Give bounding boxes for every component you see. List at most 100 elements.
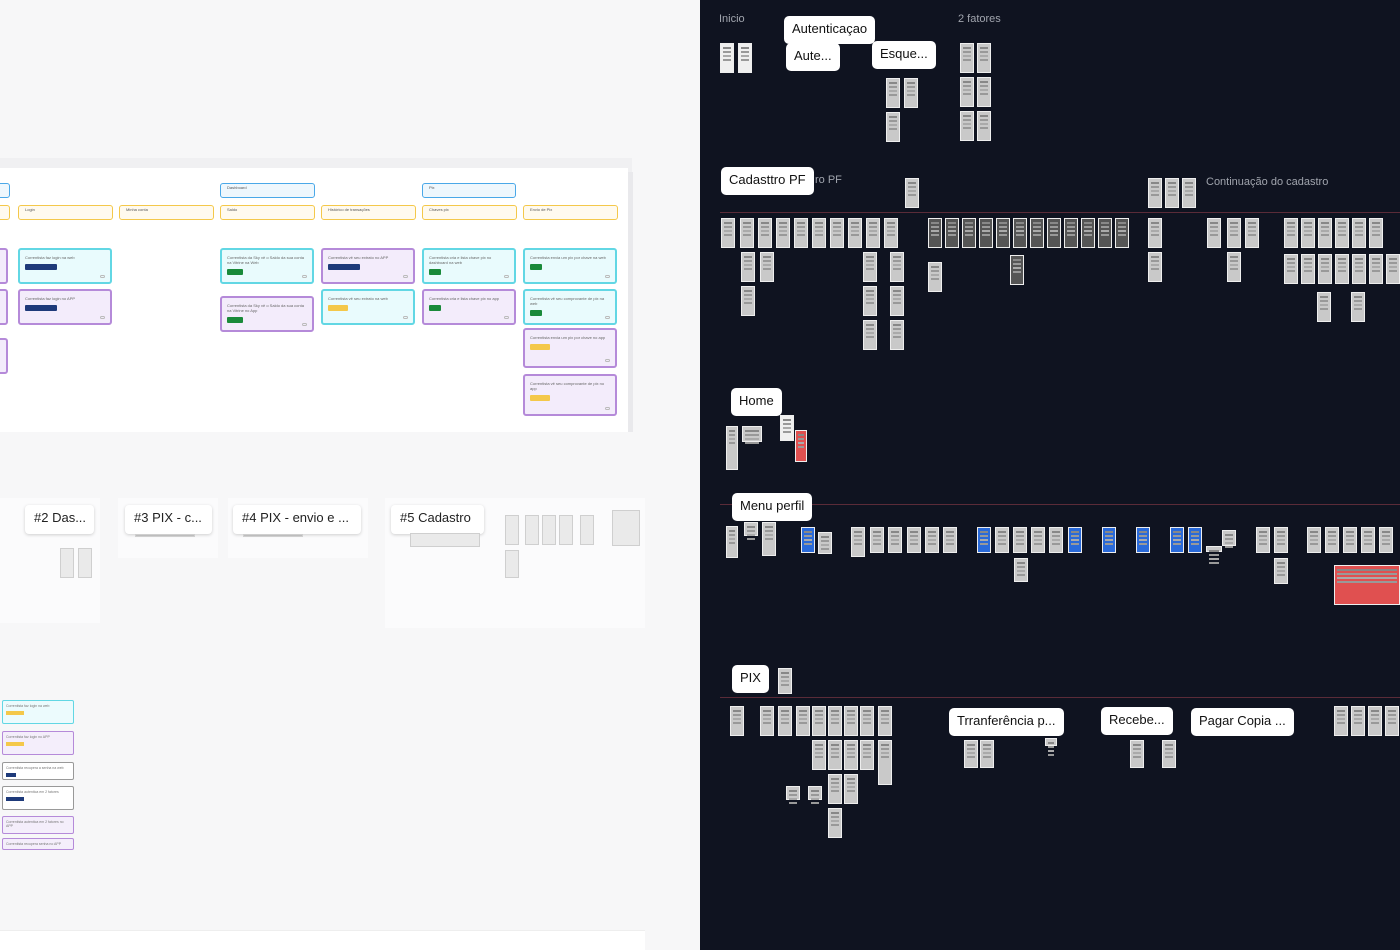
screen-thumbnail[interactable] [1335,218,1349,248]
flow-label-recebe[interactable]: Recebe... [1101,707,1173,735]
flow-label-cadastro-pf[interactable]: Cadasttro PF [721,167,814,195]
screen-thumbnail[interactable] [1351,706,1365,736]
screen-thumbnail[interactable] [1031,527,1045,553]
screen-thumbnail[interactable] [886,112,900,142]
screen-thumbnail[interactable] [1369,218,1383,248]
screen-thumbnail[interactable] [979,218,993,248]
screen-thumbnail[interactable] [977,111,991,141]
screen-thumbnail[interactable] [996,218,1010,248]
row-sticky-saldo[interactable]: Saldo [220,205,315,220]
screen-thumbnail[interactable] [870,527,884,553]
screen-thumbnail[interactable] [928,262,942,292]
story-card-partial[interactable] [0,338,8,374]
screen-thumbnail[interactable] [135,534,195,537]
screen-thumbnail[interactable] [1361,527,1375,553]
screen-thumbnail[interactable] [1081,218,1095,248]
screen-thumbnail[interactable] [505,515,519,545]
screen-thumbnail[interactable] [60,548,74,578]
screen-thumbnail[interactable] [960,111,974,141]
screen-thumbnail[interactable] [778,706,792,736]
screen-thumbnail[interactable] [863,252,877,282]
screen-thumbnail[interactable] [1013,218,1027,248]
flow-label-dashboard[interactable]: #2 Das... [25,505,94,534]
screen-thumbnail[interactable] [925,527,939,553]
story-card-login-app[interactable]: Correntista faz login no APP [18,289,112,325]
screen-thumbnail[interactable] [890,286,904,316]
screen-thumbnail[interactable] [1335,254,1349,284]
list-card[interactable]: Correntista autentica em 2 fatores [2,786,74,810]
screen-thumbnail[interactable] [812,218,826,248]
screen-thumbnail[interactable] [1301,254,1315,284]
flow-label-autenticacao[interactable]: Autenticaçao [784,16,876,44]
screen-thumbnail[interactable] [542,515,556,545]
screen-thumbnail[interactable] [760,706,774,736]
list-card[interactable]: Correntista recupera senha no APP [2,838,74,850]
screen-thumbnail[interactable] [808,786,822,800]
screen-thumbnail[interactable] [720,43,734,73]
screen-thumbnail[interactable] [844,774,858,804]
screen-thumbnail[interactable] [243,534,303,537]
screen-thumbnail[interactable] [1325,527,1339,553]
flow-label-pix-envio[interactable]: #4 PIX - envio e ... [233,505,361,534]
screen-thumbnail[interactable] [1064,218,1078,248]
screen-thumbnail[interactable] [726,526,738,558]
screen-thumbnail[interactable] [1098,218,1112,248]
screen-thumbnail[interactable] [1274,527,1288,553]
screen-thumbnail[interactable] [818,532,832,554]
screen-thumbnail[interactable] [977,527,991,553]
screen-thumbnail[interactable] [977,77,991,107]
story-card-login-web[interactable]: Correntista faz login na web [18,248,112,284]
flow-label-menu-perfil[interactable]: Menu perfil [732,493,813,521]
story-card-envio-web[interactable]: Correntista envia um pix por chave na we… [523,248,617,284]
screen-thumbnail[interactable] [863,286,877,316]
screen-thumbnail[interactable] [888,527,902,553]
screen-thumbnail[interactable] [943,527,957,553]
screen-thumbnail[interactable] [505,550,519,578]
screen-thumbnail[interactable] [778,668,792,694]
screen-thumbnail[interactable] [828,808,842,838]
screen-thumbnail[interactable] [863,320,877,350]
flow-label-pix-chave[interactable]: #3 PIX - c... [125,505,212,534]
screen-thumbnail[interactable] [1130,740,1144,768]
screen-thumbnail[interactable] [1352,218,1366,248]
screen-thumbnail[interactable] [1334,706,1348,736]
screen-thumbnail[interactable] [860,706,874,736]
screen-thumbnail[interactable] [726,426,738,470]
screen-thumbnail[interactable] [830,218,844,248]
screen-thumbnail[interactable] [1207,218,1221,248]
story-card-extrato-web[interactable]: Correntista vê seu extrato na web [321,289,415,325]
screen-thumbnail[interactable] [1030,218,1044,248]
screen-thumbnail[interactable] [1165,178,1179,208]
screen-thumbnail[interactable] [780,415,794,441]
screen-thumbnail[interactable] [1162,740,1176,768]
screen-thumbnail[interactable] [794,218,808,248]
screen-thumbnail[interactable] [886,78,900,108]
screen-thumbnail[interactable] [1115,218,1129,248]
screen-thumbnail[interactable] [964,740,978,768]
story-card-chave-web[interactable]: Correntista cria e lista chave pix no da… [422,248,516,284]
flow-label-pix[interactable]: PIX [732,665,769,693]
row-sticky-envio[interactable]: Envio de Pix [523,205,618,220]
screen-thumbnail[interactable] [801,527,815,553]
screen-thumbnail[interactable] [812,740,826,770]
screen-thumbnail[interactable] [1148,218,1162,248]
story-card-extrato-app[interactable]: Correntista vê seu extrato no APP [321,248,415,284]
screen-thumbnail[interactable] [1385,706,1399,736]
flow-label-cadastro[interactable]: #5 Cadastro [391,505,484,534]
screen-thumbnail[interactable] [760,252,774,282]
list-card[interactable]: Correntista autentica em 2 fatores no AP… [2,816,74,834]
screen-thumbnail[interactable] [848,218,862,248]
screen-thumbnail[interactable] [1256,527,1270,553]
screen-thumbnail[interactable] [612,510,640,546]
screen-thumbnail[interactable] [740,218,754,248]
screen-thumbnail[interactable] [1369,254,1383,284]
screen-thumbnail[interactable] [795,430,807,462]
screen-thumbnail[interactable] [995,527,1009,553]
screen-thumbnail[interactable] [741,286,755,316]
story-card-comprovante-web[interactable]: Correntista vê seu comprovante de pix na… [523,289,617,325]
screen-thumbnail[interactable] [741,252,755,282]
row-sticky-login[interactable]: Login [18,205,113,220]
screen-thumbnail[interactable] [878,706,892,736]
row-sticky-minha-conta[interactable]: Minha conta [119,205,214,220]
screen-thumbnail[interactable] [980,740,994,768]
